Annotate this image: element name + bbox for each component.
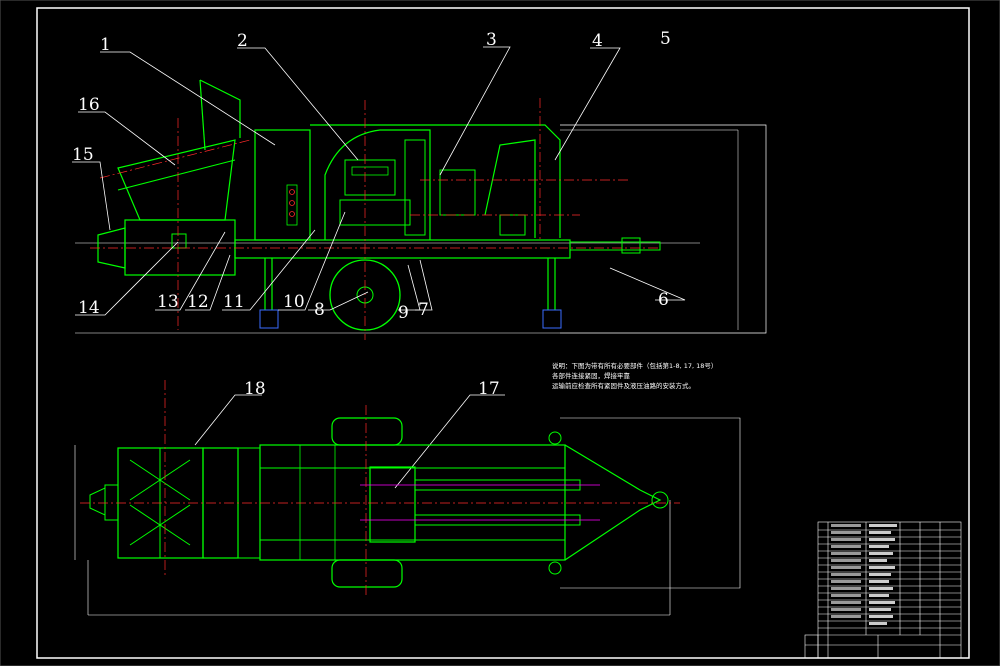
note-line-3: 运输前应检查所有紧固件及液压油路的安装方式。 [552,381,695,390]
part-label-15: 15 [72,145,94,165]
outlet-flange [104,484,119,521]
part-label-18: 18 [244,379,266,399]
part-label-14: 14 [78,298,100,318]
title-block-cells [831,524,897,625]
drive-column [404,139,426,236]
mixer-blade [129,504,191,546]
title-block [804,521,962,659]
tow-frame [564,444,662,561]
top-dimension-box [560,417,741,589]
part-label-6: 6 [658,290,669,310]
outlet-nozzle [97,227,126,269]
indicator-light [289,189,295,195]
drawing-frame [36,7,970,659]
jack-wheel [548,561,562,575]
leg-foot [259,309,279,329]
control-panel [344,159,396,196]
wheel-top [331,417,403,446]
part-label-9: 9 [398,303,409,323]
hopper [117,139,236,221]
part-label-7: 7 [418,300,429,320]
outlet-top [89,487,106,516]
part-label-8: 8 [314,300,325,320]
part-label-17: 17 [478,379,500,399]
mixer-blade [129,459,191,501]
tow-bar [569,241,661,251]
hopper-cover [199,79,241,138]
part-label-11: 11 [223,292,245,312]
leg-foot [542,309,562,329]
part-label-4: 4 [592,31,603,51]
cabinet-indicators [286,184,298,226]
hopper-inner-line [117,159,236,191]
pump-valve [171,233,187,249]
part-label-12: 12 [187,292,209,312]
chassis-top [259,444,566,561]
part-label-1: 1 [100,35,111,55]
dimension-box-right [560,124,767,334]
notes: 说明：下图为带有所有必要部件（包括第1-8, 17, 18号） 各部件连接紧固，… [552,361,717,390]
electric-cabinet [254,129,311,241]
motor-enclosure [324,129,431,240]
centerline [99,139,251,179]
hydraulic-pump [499,214,526,236]
top-view: 18 17 [74,379,741,616]
part-label-13: 13 [157,292,179,312]
tow-hitch [621,237,641,254]
side-view: 1 2 3 4 5 6 7 8 9 10 11 12 13 14 15 16 [72,29,767,489]
note-line-1: 说明：下图为带有所有必要部件（包括第1-8, 17, 18号） [552,361,717,370]
part-label-3: 3 [486,30,497,50]
dimension-line-inner [560,129,739,330]
hydraulic-block [439,169,476,216]
indicator-light [289,211,295,217]
part-label-5: 5 [660,29,671,49]
part-label-16: 16 [78,95,100,115]
machine-housing [310,124,561,238]
part-label-10: 10 [283,292,305,312]
motor [339,199,411,226]
tow-ring [651,491,669,509]
note-line-2: 各部件连接紧固，焊接牢靠 [552,371,631,380]
tank [484,139,536,238]
hopper-cover-edge [199,79,206,151]
control-display [351,166,389,176]
leader-lines [72,46,686,489]
part-label-2: 2 [237,31,248,51]
cylinder-block [369,466,416,543]
indicator-light [289,200,295,206]
wheel-bottom [331,559,403,588]
jack-wheel [548,431,562,445]
